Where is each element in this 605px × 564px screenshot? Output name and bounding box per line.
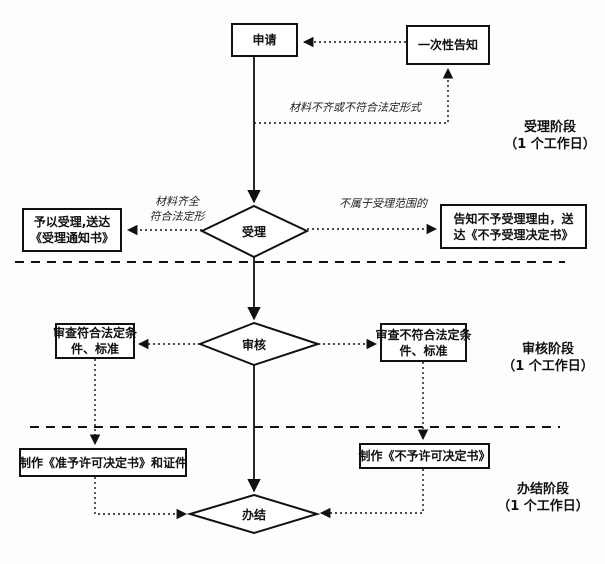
reject-accept-line1: 告知不予受理理由，送 <box>453 211 574 226</box>
reject-accept-box: 告知不予受理理由，送 达《不予受理决定书》 <box>440 204 587 249</box>
stage-accept-duration: （1 个工作日） <box>504 137 596 152</box>
edge-incomplete-to-notice <box>254 67 454 124</box>
stage-review-name: 审核阶段 <box>521 342 574 357</box>
finish-diamond-label: 办结 <box>241 507 266 522</box>
grant-accept-line1: 予以受理,送达 <box>33 215 111 229</box>
review-diamond-shape <box>197 321 322 367</box>
annotation-materials-incomplete: 材料不齐或不符合法定形式 <box>289 101 421 114</box>
review-fail-line1: 审查不符合法定条 <box>375 327 472 342</box>
stage-review-duration: （1 个工作日） <box>502 359 594 374</box>
make-reject-doc-label: 制作《不予许可决定书》 <box>358 449 491 463</box>
grant-accept-box: 予以受理,送达 《受理通知书》 <box>22 208 122 252</box>
review-fail-box: 审查不符合法定条 件、标准 <box>376 323 472 362</box>
one-time-notice-label: 一次性告知 <box>417 38 478 52</box>
stage-accept-name: 受理阶段 <box>523 120 576 135</box>
stage-label-review: 审核阶段 （1 个工作日） <box>498 341 598 375</box>
review-fail-line2: 件、标准 <box>399 343 448 358</box>
accept-diamond-shape <box>199 204 310 259</box>
make-reject-doc-box: 制作《不予许可决定书》 <box>358 443 491 469</box>
review-pass-line1: 审查符合法定条 <box>53 326 138 340</box>
make-grant-doc-label: 制作《准予许可决定书》和证件 <box>19 455 188 470</box>
review-pass-box: 审查符合法定条 件、标准 <box>53 323 138 359</box>
review-diamond-label: 审核 <box>241 337 266 352</box>
edge-grantdoc-to-finish <box>94 477 188 520</box>
annotation-out-of-scope: 不属于受理范围的 <box>339 197 427 210</box>
accept-diamond-label: 受理 <box>241 224 266 239</box>
review-pass-line2: 件、标准 <box>70 342 119 356</box>
finish-diamond-shape <box>186 493 321 535</box>
stage-finish-name: 办结阶段 <box>516 482 569 497</box>
stage-label-finish: 办结阶段 （1 个工作日） <box>493 481 593 515</box>
grant-accept-line2: 《受理通知书》 <box>29 231 114 245</box>
one-time-notice-box: 一次性告知 <box>406 25 490 65</box>
annotation-materials-complete: 材料齐全 符合法定形 <box>149 195 205 223</box>
apply-label: 申请 <box>252 33 277 47</box>
apply-box: 申请 <box>231 23 298 57</box>
edge-rejectdoc-to-finish <box>319 469 424 519</box>
reject-accept-line2: 达《不予受理决定书》 <box>453 227 574 242</box>
make-grant-doc-box: 制作《准予许可决定书》和证件 <box>19 448 187 477</box>
stage-label-accept: 受理阶段 （1 个工作日） <box>500 119 600 153</box>
stage-finish-duration: （1 个工作日） <box>497 499 589 514</box>
